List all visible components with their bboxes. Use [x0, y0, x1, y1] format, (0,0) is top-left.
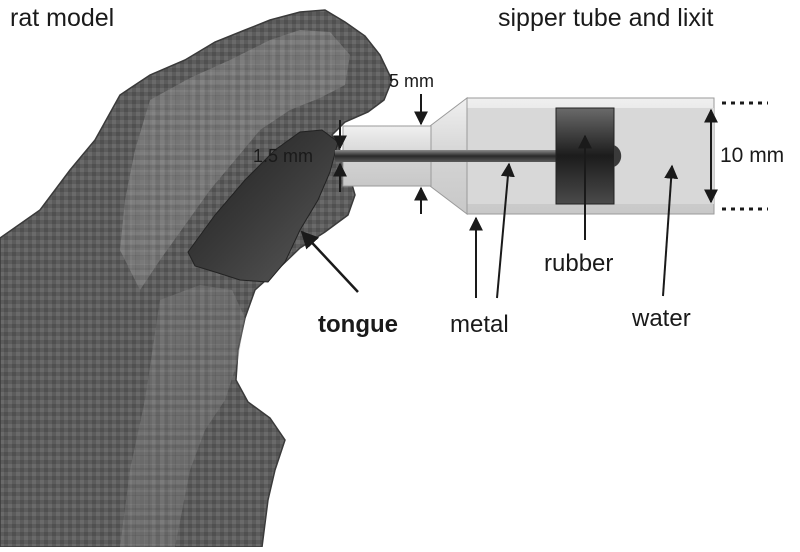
title-rat-model: rat model	[10, 4, 115, 32]
label-10mm: 10 mm	[720, 144, 785, 167]
label-1p5mm: 1.5 mm	[253, 146, 314, 166]
label-rubber: rubber	[544, 250, 614, 277]
continuation-marks	[722, 101, 768, 211]
label-5mm: 5 mm	[389, 71, 434, 91]
ball-bearing	[614, 145, 622, 167]
label-tongue: tongue	[318, 311, 398, 338]
rat-model	[0, 9, 393, 548]
title-sipper-tube: sipper tube and lixit	[498, 4, 714, 32]
sipper-tube	[335, 96, 715, 216]
tongue-leader	[300, 230, 359, 293]
rat-lower-jaw	[120, 285, 245, 547]
rat-skull-highlight	[120, 30, 350, 290]
water-leader	[662, 164, 679, 297]
metal-leader-right	[496, 162, 515, 299]
label-water: water	[632, 305, 691, 332]
rat-tongue	[187, 129, 339, 283]
label-metal: metal	[450, 311, 509, 338]
metal-rod	[335, 150, 565, 162]
